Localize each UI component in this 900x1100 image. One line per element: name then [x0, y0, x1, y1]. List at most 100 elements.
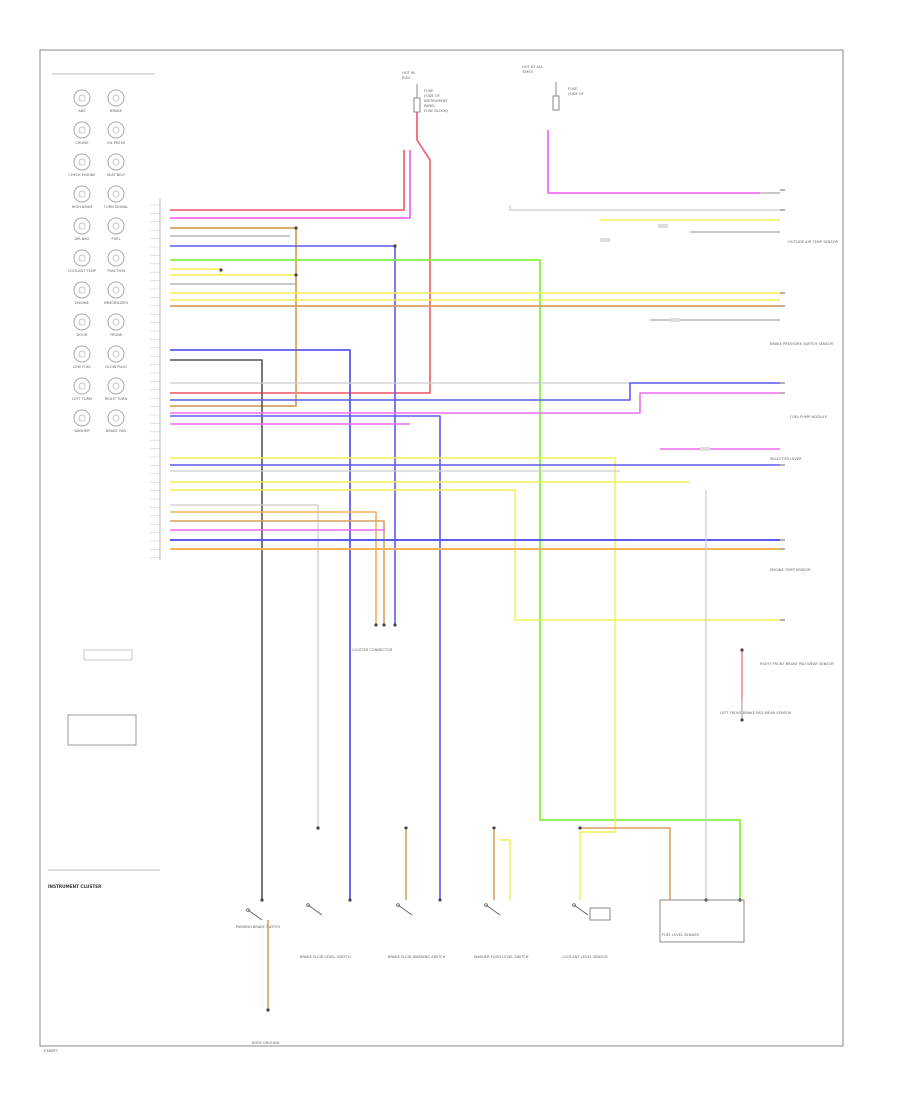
- gauge-label: HIGH BEAM: [72, 205, 93, 209]
- gauge-inner: [78, 158, 86, 166]
- gauge-inner: [112, 382, 120, 390]
- gauge-inner: [78, 222, 86, 230]
- switch-pivot: [396, 903, 400, 907]
- component-brake-pressure: BRAKE PRESSURE SWITCH SENSOR: [770, 342, 834, 346]
- switch-label-1: BRAKE FLUID LEVEL SWITCH: [300, 955, 351, 959]
- gauge-circle: [107, 89, 125, 107]
- fuse-left-line-4: FUSE BLOCK): [424, 109, 448, 113]
- gauge-circle: [107, 249, 125, 267]
- gauge-circle: [107, 345, 125, 363]
- gauge-circle: [107, 281, 125, 299]
- splice-dot: [316, 826, 320, 830]
- wire-tag: [658, 224, 668, 228]
- gauge-inner: [112, 190, 120, 198]
- gauge-label: ABS: [78, 109, 86, 113]
- switch-label-4: COOLANT LEVEL SENSOR: [562, 955, 608, 959]
- switch-pivot: [246, 908, 250, 912]
- gauge-circle: [107, 409, 125, 427]
- fuse-left-symbol: [413, 97, 421, 113]
- cluster-module-box: [67, 714, 137, 746]
- component-lf-brake-pad: LEFT FRONT BRAKE PAD WEAR SENSOR: [720, 711, 792, 715]
- gauge-label: LEFT TURN: [72, 397, 92, 401]
- gauge-label: SEAT BELT: [107, 173, 126, 177]
- gauge-inner: [112, 254, 120, 262]
- gauge-circle: [73, 377, 91, 395]
- component-rf-brake-pad: RIGHT FRONT BRAKE PAD WEAR SENSOR: [760, 662, 834, 666]
- gauge-circle: [73, 217, 91, 235]
- splice-dot: [266, 1008, 270, 1012]
- splice-dot: [740, 718, 744, 722]
- gauge-circle: [73, 153, 91, 171]
- wire-tag: [600, 238, 610, 242]
- gauge-label: BRAKE PAD: [106, 429, 126, 433]
- wire-22: [170, 457, 616, 900]
- gauge-inner: [78, 126, 86, 134]
- splice-dot: [294, 273, 298, 277]
- wire-26: [170, 489, 780, 621]
- gauge-inner: [78, 286, 86, 294]
- gauge-inner: [78, 350, 86, 358]
- switch-label-2: BRAKE FLUID WARNING SWITCH: [388, 955, 446, 959]
- gauge-label: COOLANT TEMP: [68, 269, 97, 273]
- gauge-circle: [73, 409, 91, 427]
- fuse-left-line-2: INSTRUMENT: [424, 99, 448, 103]
- components: [219, 82, 785, 1012]
- gauge-label: CRUISE: [75, 141, 89, 145]
- wire-20: [170, 392, 780, 414]
- gauge-circle: [73, 185, 91, 203]
- fuse-left-title2: RUN: [402, 76, 410, 80]
- switch-label-5: FUEL LEVEL SENDER: [662, 933, 700, 937]
- gauge-label: AIR BAG: [75, 237, 90, 241]
- switch-pivot: [306, 903, 310, 907]
- wire-0: [170, 150, 405, 211]
- splice-dot: [260, 898, 264, 902]
- fuse-left-line-1: (SIDE OF: [424, 94, 440, 98]
- gauge-label: TRACTION: [106, 269, 126, 273]
- gauge-inner: [78, 190, 86, 198]
- gauge-circle: [107, 313, 125, 331]
- fuse-left-line-3: PANEL: [424, 104, 435, 108]
- wire-15: [170, 349, 351, 900]
- gauge-circle: [73, 89, 91, 107]
- switch-contact: [307, 904, 323, 916]
- component-selector-lever: SELECTOR LEVER: [770, 457, 802, 461]
- fuel-sender-box: [659, 899, 745, 943]
- gauge-label: GLOW PLUG: [105, 365, 127, 369]
- splice-dot: [740, 648, 744, 652]
- footer-code: E3NBFT: [44, 1049, 59, 1053]
- wire-18: [170, 382, 780, 401]
- fuse-right: HOT AT ALL TIMES FUSE (SIDE OF: [521, 65, 584, 96]
- ground-label: BODY GROUND: [252, 1041, 280, 1045]
- gauge-circle: [107, 377, 125, 395]
- switch-label-3: WASHER FLUID LEVEL SWITCH: [474, 955, 529, 959]
- switch-contact: [247, 909, 263, 921]
- switch-contact: [485, 904, 501, 916]
- splice-dot: [393, 244, 397, 248]
- gauge-label: CHECK ENGINE: [68, 173, 96, 177]
- gauge-inner: [112, 94, 120, 102]
- wire-tag: [700, 447, 710, 451]
- gauge-label: LOW FUEL: [73, 365, 91, 369]
- splice-dot: [374, 623, 378, 627]
- gauge-label: IMMOBILIZER: [104, 301, 128, 305]
- fuse-right-line-1: (SIDE OF: [568, 92, 584, 96]
- gauge-circle: [107, 185, 125, 203]
- gauge-label: TURN SIGNAL: [103, 205, 128, 209]
- gauge-circle: [73, 345, 91, 363]
- wire-1: [170, 150, 411, 219]
- gauge-circle: [73, 281, 91, 299]
- component-fuel-pump-module: FUEL PUMP MODULE: [790, 415, 828, 419]
- splice-dot: [393, 623, 397, 627]
- coolant-sensor-box: [589, 907, 611, 921]
- wire-44: [580, 827, 671, 900]
- gauge-inner: [112, 158, 120, 166]
- cluster-small-box: [83, 649, 133, 661]
- wire-7: [170, 245, 396, 625]
- wire-tag: [670, 318, 680, 322]
- gauge-label: OIL PRESS: [107, 141, 126, 145]
- switch-label-0: PARKING BRAKE SWITCH: [236, 925, 280, 929]
- gauge-circle: [73, 249, 91, 267]
